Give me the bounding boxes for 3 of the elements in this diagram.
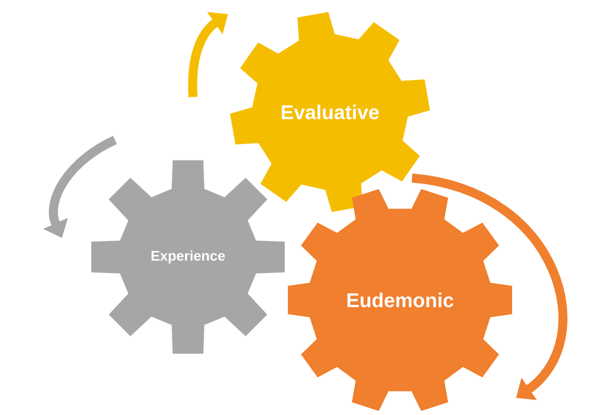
gear: Eudemonic — [288, 189, 512, 411]
gear: Experience — [91, 160, 285, 354]
gear: Evaluative — [230, 12, 430, 212]
